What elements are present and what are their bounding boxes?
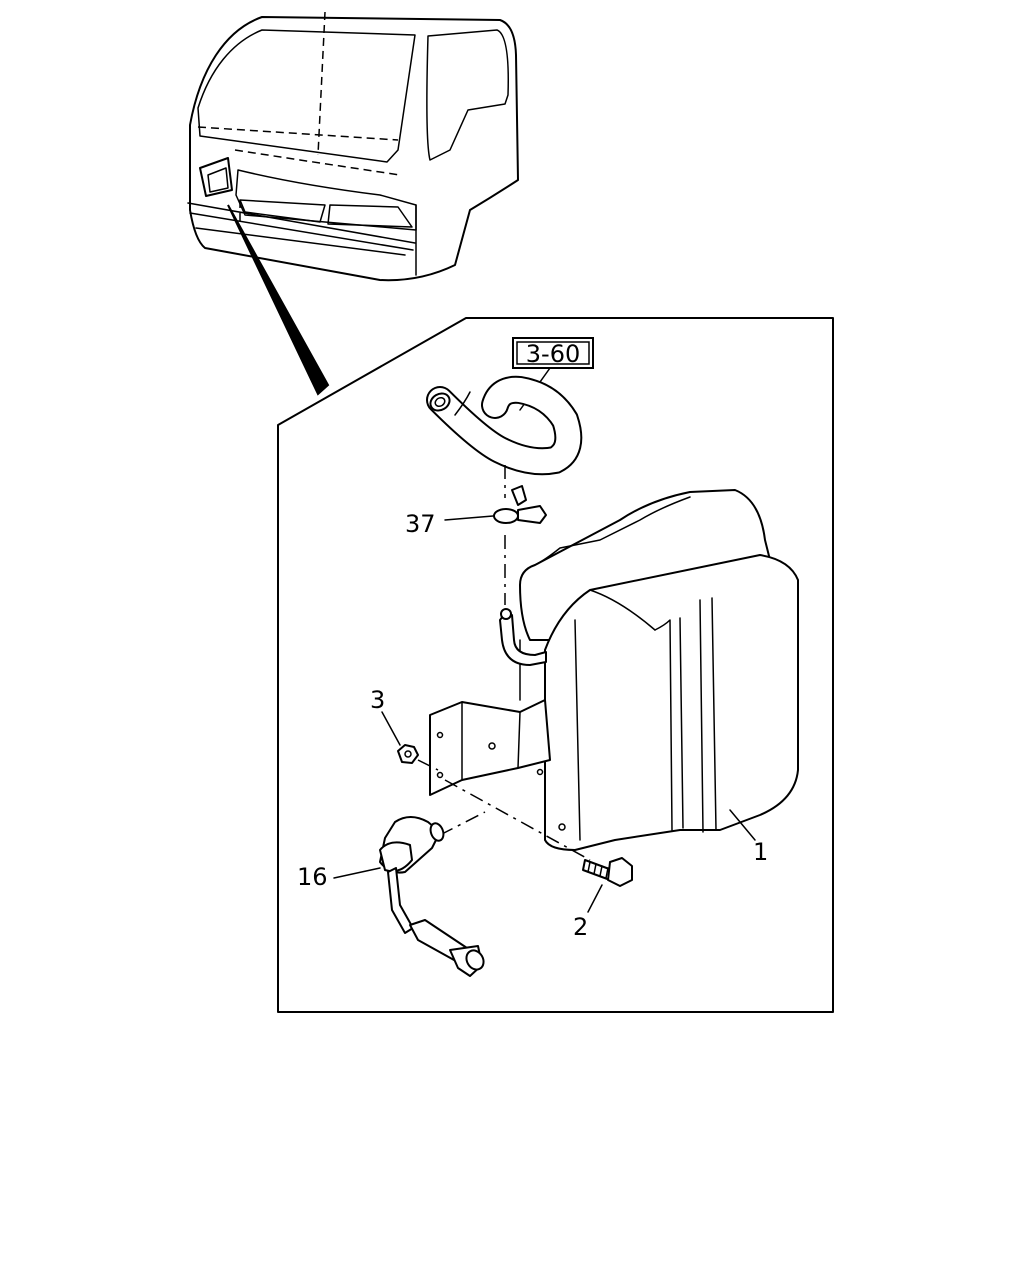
detail-pointer bbox=[227, 204, 330, 396]
hose bbox=[426, 375, 583, 476]
detail-frame bbox=[277, 317, 834, 1013]
callout-nut: 3 bbox=[370, 686, 385, 714]
nut bbox=[397, 744, 419, 764]
hose-clamp bbox=[493, 485, 547, 524]
reference-box bbox=[512, 337, 594, 369]
truck-cab-overview bbox=[187, 11, 519, 282]
callout-level-sensor: 16 bbox=[297, 863, 328, 891]
washer-reservoir bbox=[499, 489, 799, 851]
callout-bolt: 2 bbox=[573, 913, 588, 941]
level-sensor bbox=[379, 816, 485, 977]
callout-reservoir: 1 bbox=[753, 838, 768, 866]
bolt bbox=[582, 857, 633, 887]
reference-box-label: 3-60 bbox=[526, 340, 580, 368]
mounting-bracket bbox=[429, 699, 551, 796]
callout-hose-clamp: 37 bbox=[405, 510, 436, 538]
